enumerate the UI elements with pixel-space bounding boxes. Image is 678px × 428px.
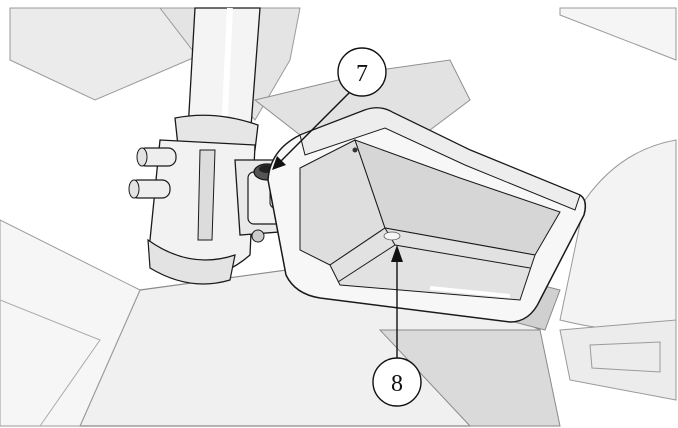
mirror-housing — [267, 107, 587, 323]
pin-upper-end — [136, 147, 148, 167]
callout-7-circle — [337, 47, 387, 97]
right-bracket-detail — [589, 341, 661, 373]
callout-7-arrowhead — [272, 156, 286, 170]
lower-left-panel — [0, 219, 141, 427]
callout-7-label: 7 — [356, 61, 368, 87]
callout-8-label: 8 — [391, 371, 403, 397]
housing-dimple — [383, 231, 401, 241]
tube-highlight — [221, 7, 233, 136]
tube-slot — [197, 149, 216, 241]
callout-8: 8 — [372, 245, 422, 407]
pin-lower-end — [128, 179, 140, 199]
background-frame-right — [559, 7, 677, 61]
housing-inner-upper-facet — [354, 139, 561, 256]
lower-beam-shadow — [378, 329, 561, 427]
callout-8-arrowhead — [391, 245, 403, 262]
housing-highlight — [429, 286, 511, 298]
right-curved-panel — [559, 139, 677, 332]
housing-screw-dot — [352, 147, 358, 153]
tube-lower-cap — [147, 238, 236, 285]
callout-7-leader — [279, 91, 351, 163]
callout-8-circle — [372, 357, 422, 407]
lower-left-panel-edge — [0, 299, 101, 427]
housing-top-rim — [299, 107, 581, 211]
background-slab-upper-left — [9, 7, 201, 101]
callout-7: 7 — [272, 47, 387, 170]
hinge-lower-nut — [251, 229, 265, 243]
vertical-tube-assembly — [128, 7, 261, 285]
housing-ridge-lower — [337, 244, 396, 283]
right-bracket — [559, 319, 677, 401]
